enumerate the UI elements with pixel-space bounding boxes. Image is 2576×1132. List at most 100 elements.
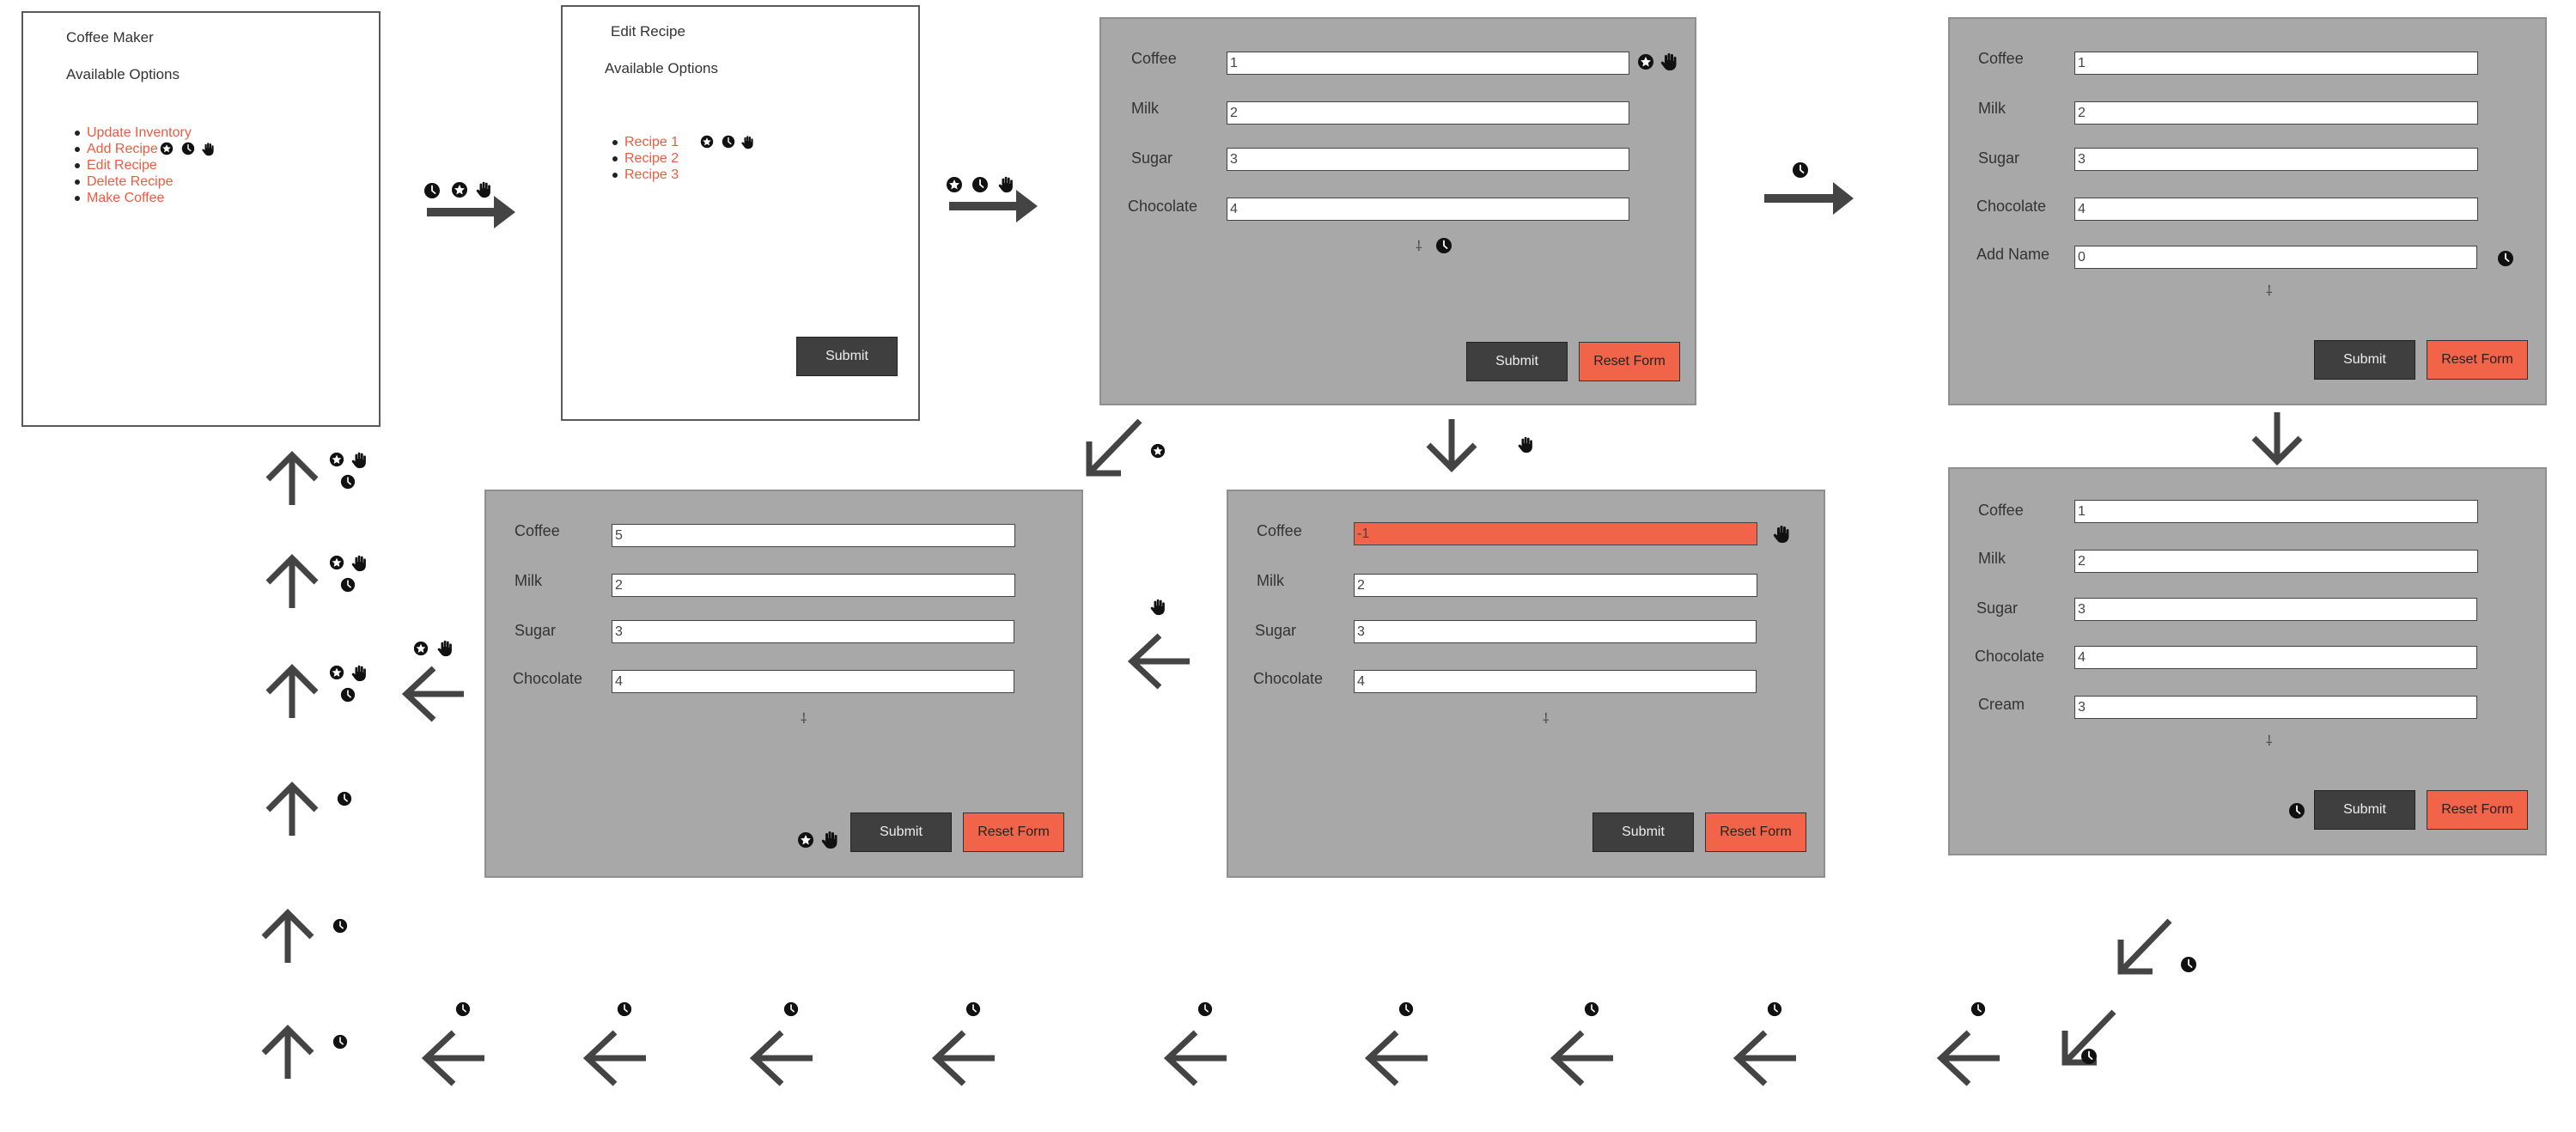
milk-label: Milk [1978,100,2006,117]
star-icon [329,452,344,467]
hand-icon [351,665,366,682]
sugar-label: Sugar [1978,149,2020,167]
clock-icon [340,687,356,703]
sugar-label: Sugar [515,622,557,639]
coffee-input[interactable]: 1 [1227,52,1629,75]
corrected-form-screen: Coffee 5 Milk 2 Sugar 3 Chocolate 4 ⸸ Su… [484,490,1083,878]
clock-icon [783,1001,799,1017]
clock-icon [337,791,352,806]
chocolate-input[interactable]: 4 [1354,670,1757,693]
add-field-icon[interactable]: ⸸ [2266,734,2273,749]
arrow-icon [261,909,314,963]
add-field-icon[interactable]: ⸸ [1543,712,1550,727]
hand-icon [998,176,1013,193]
form-submit-button[interactable]: Submit [2314,340,2415,380]
milk-label: Milk [1257,572,1284,589]
hand-icon [476,181,490,198]
options-heading: Available Options [66,66,180,82]
clock-icon [1584,1001,1599,1017]
coffee-label: Coffee [1978,502,2024,519]
coffee-input[interactable]: 1 [2074,52,2478,75]
form-submit-button[interactable]: Submit [2314,790,2415,830]
option-add-recipe[interactable]: Add Recipe [75,141,192,157]
clock-icon [617,1001,632,1017]
chocolate-label: Chocolate [1976,198,2047,215]
milk-input[interactable]: 2 [1227,101,1629,125]
sugar-input[interactable]: 3 [1227,148,1629,171]
milk-label: Milk [1978,550,2006,567]
bottom-flow [421,1001,2000,1086]
cream-input[interactable]: 3 [2074,696,2477,719]
arrow-icon [749,1030,813,1086]
coffee-input[interactable]: 5 [612,524,1015,547]
chocolate-input[interactable]: 4 [2074,198,2478,221]
add-field-icon[interactable]: ⸸ [1416,240,1422,254]
option-edit-recipe[interactable]: Edit Recipe [75,157,192,173]
chocolate-input[interactable]: 4 [1227,198,1629,221]
form-reset-button[interactable]: Reset Form [1579,342,1680,381]
hand-icon [437,640,452,657]
chocolate-input[interactable]: 4 [612,670,1014,693]
add-name-label: Add Name [1976,246,2050,263]
milk-input[interactable]: 2 [612,574,1015,597]
arrow-icon [2061,1009,2116,1066]
clock-icon [2180,956,2197,973]
form-submit-button[interactable]: Submit [850,812,952,852]
form-reset-button[interactable]: Reset Form [2427,340,2528,380]
sugar-input[interactable]: 3 [1354,620,1757,643]
form-reset-button[interactable]: Reset Form [963,812,1064,852]
option-make-coffee[interactable]: Make Coffee [75,190,192,206]
arrow-icon [1127,633,1190,690]
coffee-label: Coffee [1257,522,1302,539]
clock-icon [423,182,441,199]
arrow-icon [2117,918,2172,975]
sugar-input[interactable]: 3 [2074,598,2477,621]
add-name-form-screen: Coffee 1 Milk 2 Sugar 3 Chocolate 4 Add … [1948,17,2547,405]
cream-form-screen: Coffee 1 Milk 2 Sugar 3 Chocolate 4 Crea… [1948,467,2547,855]
chocolate-label: Chocolate [1253,670,1324,687]
up-flow [261,451,366,1079]
arrow-icon [1086,418,1142,477]
recipe-1-link[interactable]: Recipe 1 [612,134,679,150]
form-submit-button[interactable]: Submit [1466,342,1568,381]
options-list: Update Inventory Add Recipe Edit Recipe … [75,125,192,206]
star-icon [329,555,344,570]
sugar-input[interactable]: 3 [612,620,1014,643]
milk-input[interactable]: 2 [2074,550,2478,573]
hand-icon [351,555,366,572]
milk-input[interactable]: 2 [2074,101,2478,125]
form-reset-button[interactable]: Reset Form [2427,790,2528,830]
recipe-2-link[interactable]: Recipe 2 [612,150,679,167]
clock-icon [965,1001,981,1017]
chocolate-label: Chocolate [513,670,583,687]
star-icon [329,665,344,680]
arrow-icon [1733,1030,1796,1086]
option-delete-recipe[interactable]: Delete Recipe [75,173,192,190]
recipe-3-link[interactable]: Recipe 3 [612,167,679,183]
clock-icon [1792,161,1809,179]
chocolate-input[interactable]: 4 [2074,646,2477,669]
coffee-input[interactable]: 1 [2074,500,2478,523]
add-field-icon[interactable]: ⸸ [801,712,807,727]
arrow-icon [1764,182,1854,215]
milk-input[interactable]: 2 [1354,574,1757,597]
main-menu-screen: Coffee Maker Available Options Update In… [21,11,381,427]
clock-icon [2080,1048,2098,1065]
star-icon [452,182,467,198]
arrow-icon [1550,1030,1613,1086]
coffee-input-error[interactable]: -1 [1354,522,1757,545]
arrow-icon [931,1030,995,1086]
clock-icon [1197,1001,1213,1017]
form-submit-button[interactable]: Submit [1592,812,1694,852]
option-update-inventory[interactable]: Update Inventory [75,125,192,141]
add-field-icon[interactable]: ⸸ [2266,284,2273,299]
edit-options-heading: Available Options [605,60,718,76]
sugar-input[interactable]: 3 [2074,148,2478,171]
clock-icon [332,1034,348,1050]
arrow-icon [427,196,515,228]
form-reset-button[interactable]: Reset Form [1705,812,1806,852]
edit-submit-button[interactable]: Submit [796,337,898,376]
add-name-input[interactable]: 0 [2074,246,2477,269]
edit-recipe-title: Edit Recipe [611,23,685,40]
arrow-icon [265,664,319,718]
